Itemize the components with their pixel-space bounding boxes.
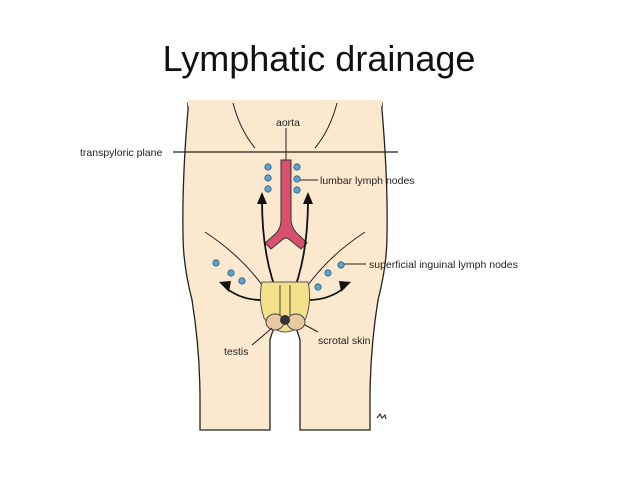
testis-pointer xyxy=(251,327,273,346)
arrowhead-inguinal-left xyxy=(219,281,231,292)
torso-top-fill xyxy=(188,100,382,106)
label-aorta: aorta xyxy=(276,117,300,129)
superficial-inguinal-nodes-right xyxy=(314,261,345,291)
testis-right xyxy=(286,313,306,331)
artist-signature xyxy=(376,412,387,420)
arrowhead-lumbar-left xyxy=(257,192,267,204)
chest-curve-right xyxy=(314,102,338,149)
label-testis: testis xyxy=(224,346,249,358)
slide-title: Lymphatic drainage xyxy=(162,38,476,79)
chest-curve-left xyxy=(232,102,256,149)
inguinal-line-right xyxy=(307,231,366,286)
aorta xyxy=(264,159,308,250)
scrotal-skin-pointer xyxy=(304,324,319,333)
inguinal-line-left xyxy=(204,231,263,286)
penis-tip xyxy=(280,315,290,325)
arrowhead-inguinal-right xyxy=(339,281,351,292)
lumbar-lymph-nodes xyxy=(264,163,301,194)
label-transpyloric-plane: transpyloric plane xyxy=(80,147,162,159)
arrowhead-lumbar-right xyxy=(303,192,313,204)
superficial-inguinal-nodes-left xyxy=(212,259,246,285)
label-superficial-inguinal-lymph-nodes: superficial inguinal lymph nodes xyxy=(369,259,518,271)
label-lumbar-lymph-nodes: lumbar lymph nodes xyxy=(320,175,415,187)
label-scrotal-skin: scrotal skin xyxy=(318,335,371,347)
